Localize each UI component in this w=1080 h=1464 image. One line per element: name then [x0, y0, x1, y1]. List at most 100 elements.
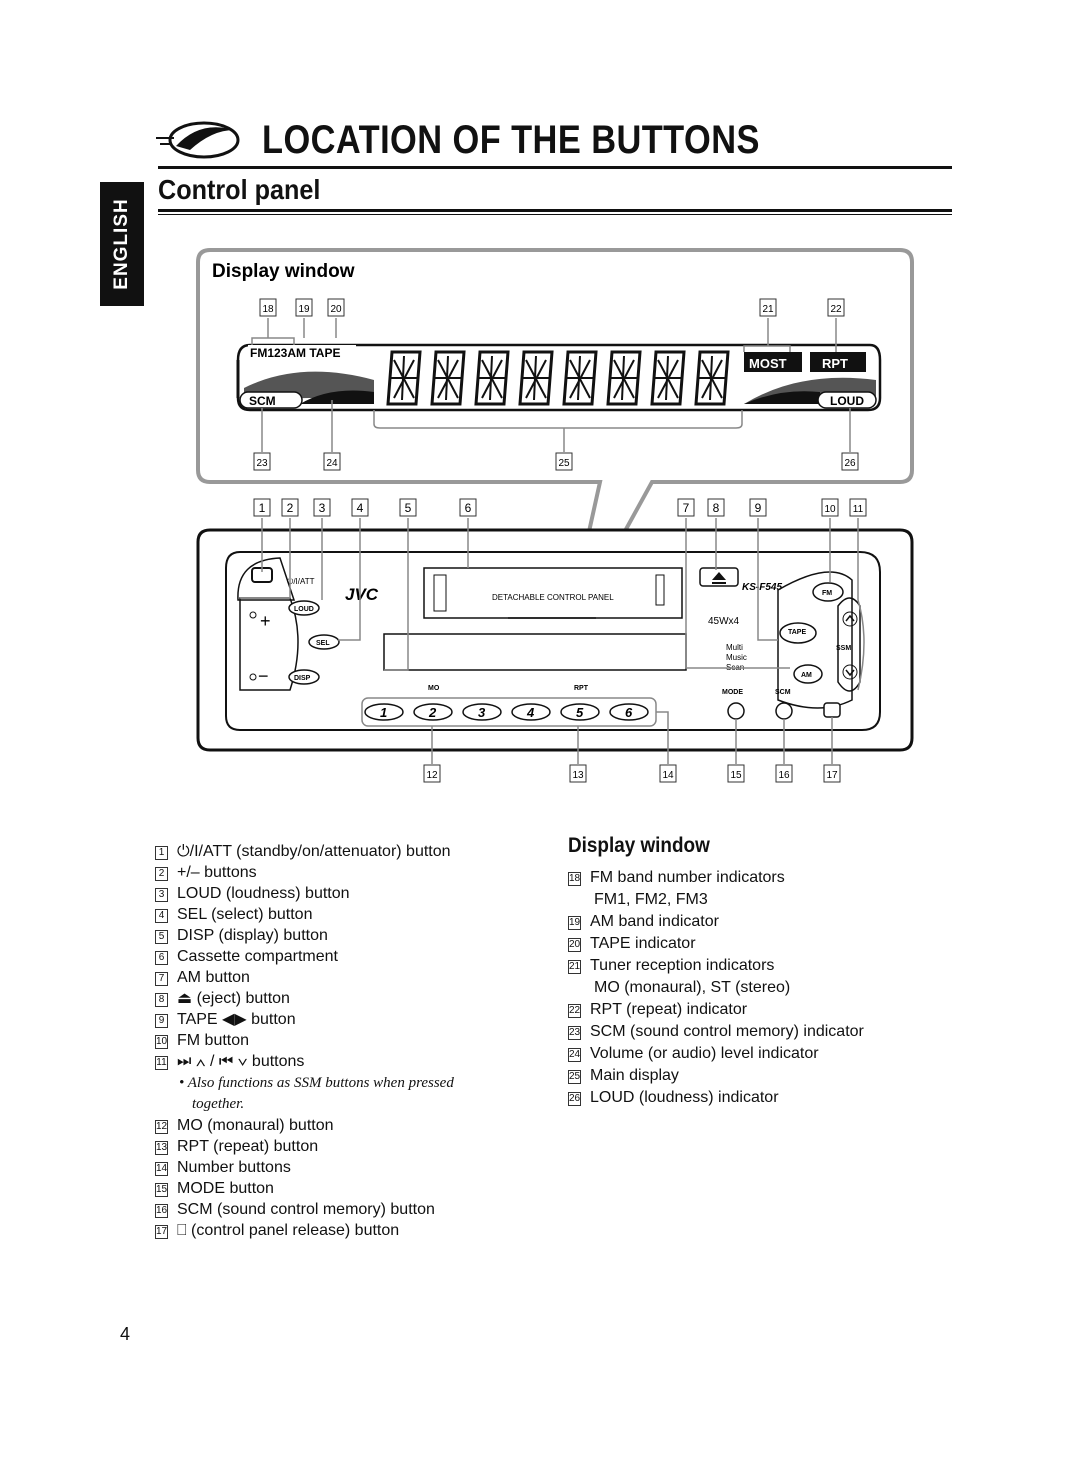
number-button	[364, 703, 404, 721]
panel-ssm: SSM	[836, 645, 851, 652]
panel-multi: Multi	[726, 643, 743, 652]
lcd-most: MOST	[749, 356, 787, 371]
callout-number: 9	[755, 501, 762, 515]
item-number: 19	[568, 916, 581, 930]
callout-number: 6	[465, 501, 472, 515]
segment-digit	[562, 350, 598, 406]
callout-box	[659, 764, 677, 783]
panel-music: Music	[726, 653, 747, 662]
number-button-label: 3	[478, 705, 486, 720]
page-title: LOCATION OF THE BUTTONS	[262, 118, 760, 162]
list-item: 7 AM button	[155, 967, 250, 988]
item-text: FM button	[177, 1032, 250, 1049]
callout-number: 4	[357, 501, 364, 515]
callout-box	[459, 498, 477, 517]
list-item: 17 ⎕ (control panel release) button	[155, 1220, 399, 1241]
callout-box	[749, 498, 767, 517]
item-number: 3	[155, 888, 168, 902]
list-item: 13 RPT (repeat) button	[155, 1136, 318, 1157]
callout-number: 2	[287, 501, 294, 515]
item-text: ⎕ (control panel release) button	[177, 1222, 400, 1239]
item-number: 23	[568, 1026, 581, 1040]
item-number: 24	[568, 1048, 581, 1062]
item-number: 12	[155, 1120, 168, 1134]
callout-number: 3	[319, 501, 326, 515]
item-text: +/– buttons	[177, 864, 257, 881]
callout-number: 18	[262, 304, 274, 315]
section-title: Control panel	[158, 174, 321, 205]
section-rule-thick	[158, 209, 952, 212]
item-number: 4	[155, 909, 168, 923]
panel-mo: MO	[428, 685, 440, 692]
callout-box	[313, 498, 331, 517]
item-text: RPT (repeat) button	[177, 1138, 319, 1155]
panel-tape: TAPE	[788, 629, 806, 636]
panel-am: AM	[801, 672, 812, 679]
number-button-label: 4	[526, 705, 535, 720]
list-item: 12 MO (monaural) button	[155, 1115, 334, 1136]
callout-number: 23	[256, 458, 268, 469]
item-text: LOUD (loudness) indicator	[590, 1089, 779, 1106]
note-line-1: • Also functions as SSM buttons when pre…	[179, 1075, 454, 1091]
callout-number: 5	[405, 501, 412, 515]
callout-number: 16	[778, 770, 790, 781]
item-text: ⏏ (eject) button	[177, 990, 290, 1007]
number-button-label: 1	[380, 705, 387, 720]
item-text: AM button	[177, 969, 250, 986]
list-item: 11⏭ ∧ / ⏮ ∨ buttons	[155, 1051, 304, 1072]
display-window-title: Display window	[212, 261, 355, 282]
segment-digit	[474, 350, 510, 406]
panel-power: 45Wx4	[708, 616, 740, 627]
item-text: LOUD (loudness) button	[177, 885, 350, 902]
list-item: 4 SEL (select) button	[155, 904, 312, 925]
item-text: Tuner reception indicators	[590, 957, 775, 974]
item-number: 13	[155, 1141, 168, 1155]
number-button-label: 5	[576, 705, 584, 720]
panel-disp: DISP	[294, 675, 311, 682]
callout-number: 12	[426, 770, 438, 781]
item-text: TAPE indicator	[590, 935, 696, 952]
list-item: 26 LOUD (loudness) indicator	[568, 1087, 779, 1108]
number-button-label: 6	[625, 705, 633, 720]
item-number: 5	[155, 930, 168, 944]
section-rule-thin	[158, 214, 952, 215]
callout-number: 7	[683, 501, 690, 515]
lcd-scm: SCM	[249, 394, 276, 408]
number-button	[413, 703, 453, 721]
panel-detachable: DETACHABLE CONTROL PANEL	[492, 593, 614, 602]
lcd-band-label: FM123AM TAPE	[250, 346, 340, 360]
item-text: ⏭ ∧ / ⏮ ∨ buttons	[177, 1053, 305, 1070]
item-number: 2	[155, 867, 168, 881]
item-text: FM band number indicators	[590, 869, 785, 886]
item-text: SEL (select) button	[177, 906, 313, 923]
callout-box	[569, 764, 587, 783]
item-number: 1	[155, 846, 168, 860]
number-button	[511, 703, 551, 721]
item-number: 17	[155, 1225, 168, 1239]
panel-scm: SCM	[775, 689, 791, 696]
callout-number: 1	[259, 501, 266, 515]
number-buttons: 1 2 3 4 5 6	[364, 703, 649, 721]
item-number: 7	[155, 972, 168, 986]
item-number: 26	[568, 1092, 581, 1106]
note-line-2: together.	[192, 1096, 245, 1112]
number-button	[560, 703, 600, 721]
callout-box	[707, 498, 725, 517]
item-text: Number buttons	[177, 1159, 291, 1176]
item-text: MO (monaural) button	[177, 1117, 334, 1134]
panel-mode: MODE	[722, 689, 743, 696]
number-button-label: 2	[428, 705, 437, 720]
lcd-rpt: RPT	[822, 356, 848, 371]
callout-box	[775, 764, 793, 783]
callout-box	[849, 498, 867, 517]
panel-rpt: RPT	[574, 685, 589, 692]
